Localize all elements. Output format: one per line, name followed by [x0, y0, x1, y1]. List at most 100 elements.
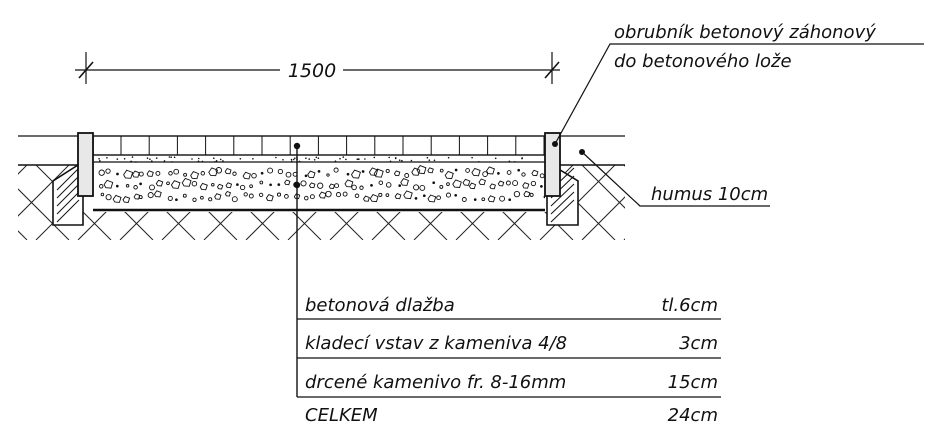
sand-speck	[478, 161, 480, 163]
soil-hatch	[18, 165, 929, 240]
sand-speck	[315, 156, 318, 159]
gravel-stone	[403, 190, 413, 200]
gravel-stone	[344, 179, 354, 188]
soil-hatch-line	[18, 165, 70, 240]
dimension-value: 1500	[288, 60, 336, 82]
sand-speck	[305, 157, 307, 159]
gravel-dot	[422, 194, 426, 198]
gravel-grain	[284, 194, 289, 199]
layer-table-lines	[297, 318, 721, 398]
gravel-grain	[182, 193, 187, 198]
gravel-grain	[385, 193, 390, 197]
gravel-grain	[439, 184, 444, 189]
gravel-stone	[452, 179, 462, 188]
sand-speck	[394, 157, 397, 160]
curb-left	[77, 132, 94, 197]
gravel-grain	[436, 195, 441, 201]
gravel-grain	[258, 192, 264, 198]
sand-speck	[197, 157, 200, 160]
gravel-stone	[216, 183, 224, 190]
gravel-stone	[190, 171, 200, 180]
gravel-grain	[506, 170, 512, 175]
gravel-stone	[522, 182, 530, 189]
gravel-grain	[385, 168, 390, 174]
gravel-grain	[277, 168, 284, 175]
gravel-dot	[236, 183, 239, 186]
sand-speck	[201, 160, 204, 163]
sand-speck	[521, 157, 523, 160]
dimension-line	[75, 52, 560, 84]
gravel-grain	[378, 192, 383, 197]
gravel-grain	[243, 192, 248, 197]
gravel-stone	[523, 190, 531, 198]
gravel-grain	[98, 184, 104, 189]
soil-hatch-line	[792, 165, 867, 240]
curb-label-line2: do betonového lože	[614, 51, 792, 72]
gravel-grain	[325, 190, 332, 198]
gravel-grain	[100, 192, 105, 197]
sand-speck	[130, 160, 133, 163]
gravel-stone	[308, 182, 316, 189]
bedding-layer	[93, 156, 545, 163]
gravel-dot	[497, 172, 500, 175]
gravel-dot	[260, 171, 264, 175]
curb-leader	[554, 43, 924, 145]
gravel-dot	[473, 198, 477, 201]
gravel-stone	[486, 166, 495, 175]
gravel-grain	[335, 192, 342, 198]
gravel-stone	[307, 170, 316, 179]
gravel-stone	[224, 167, 232, 175]
gravel-stone	[531, 169, 539, 177]
sand-speck	[275, 156, 277, 159]
sand-speck	[494, 157, 497, 160]
gravel-grain	[239, 184, 246, 191]
soil-hatch-line	[918, 165, 929, 240]
gravel-grain	[285, 171, 292, 178]
gravel-dot	[508, 198, 512, 202]
gravel-stone	[123, 169, 134, 179]
gravel-stone	[427, 194, 437, 203]
bed-hatch-line	[56, 199, 80, 223]
sand-speck	[131, 156, 134, 158]
gravel-grain	[215, 167, 223, 174]
layer-name-1: betonová dlažba	[305, 295, 455, 316]
gravel-dot	[175, 198, 178, 202]
sand-speck	[345, 158, 347, 161]
sand-speck	[401, 159, 403, 162]
sand-speck	[298, 160, 301, 163]
gravel-grain	[167, 195, 173, 201]
gravel-stone	[242, 171, 251, 180]
gravel-stone	[411, 167, 421, 176]
sand-speck	[292, 158, 295, 161]
sand-speck	[151, 160, 153, 162]
sand-speck	[294, 157, 296, 159]
gravel-grain	[465, 168, 470, 173]
gravel-stone	[265, 194, 274, 202]
gravel-grain	[304, 195, 309, 201]
sand-speck	[447, 156, 450, 159]
curb-leader-dot	[552, 141, 558, 147]
gravel-grain	[192, 197, 197, 202]
sand-speck	[99, 160, 101, 162]
gravel-stone	[224, 190, 231, 197]
bed-hatch-line	[56, 167, 80, 191]
sand-speck	[410, 159, 413, 162]
bed-hatch-line	[550, 183, 575, 207]
gravel-dot	[517, 168, 521, 172]
sand-speck	[98, 158, 100, 160]
gravel-stone	[284, 179, 291, 186]
gravel-stone	[155, 179, 164, 187]
sand-speck	[163, 160, 166, 162]
gravel-grain	[461, 197, 467, 202]
gravel-stone	[368, 167, 379, 176]
gravel-dot	[115, 184, 119, 188]
gravel-grain	[539, 173, 545, 179]
sand-speck	[508, 160, 511, 163]
gravel-grain	[309, 194, 315, 200]
gravel-grain	[445, 192, 452, 198]
gravel-stone	[444, 170, 454, 180]
soil-hatch-line	[918, 165, 929, 240]
gravel-grain	[354, 193, 360, 199]
gravel-grain	[259, 180, 264, 185]
